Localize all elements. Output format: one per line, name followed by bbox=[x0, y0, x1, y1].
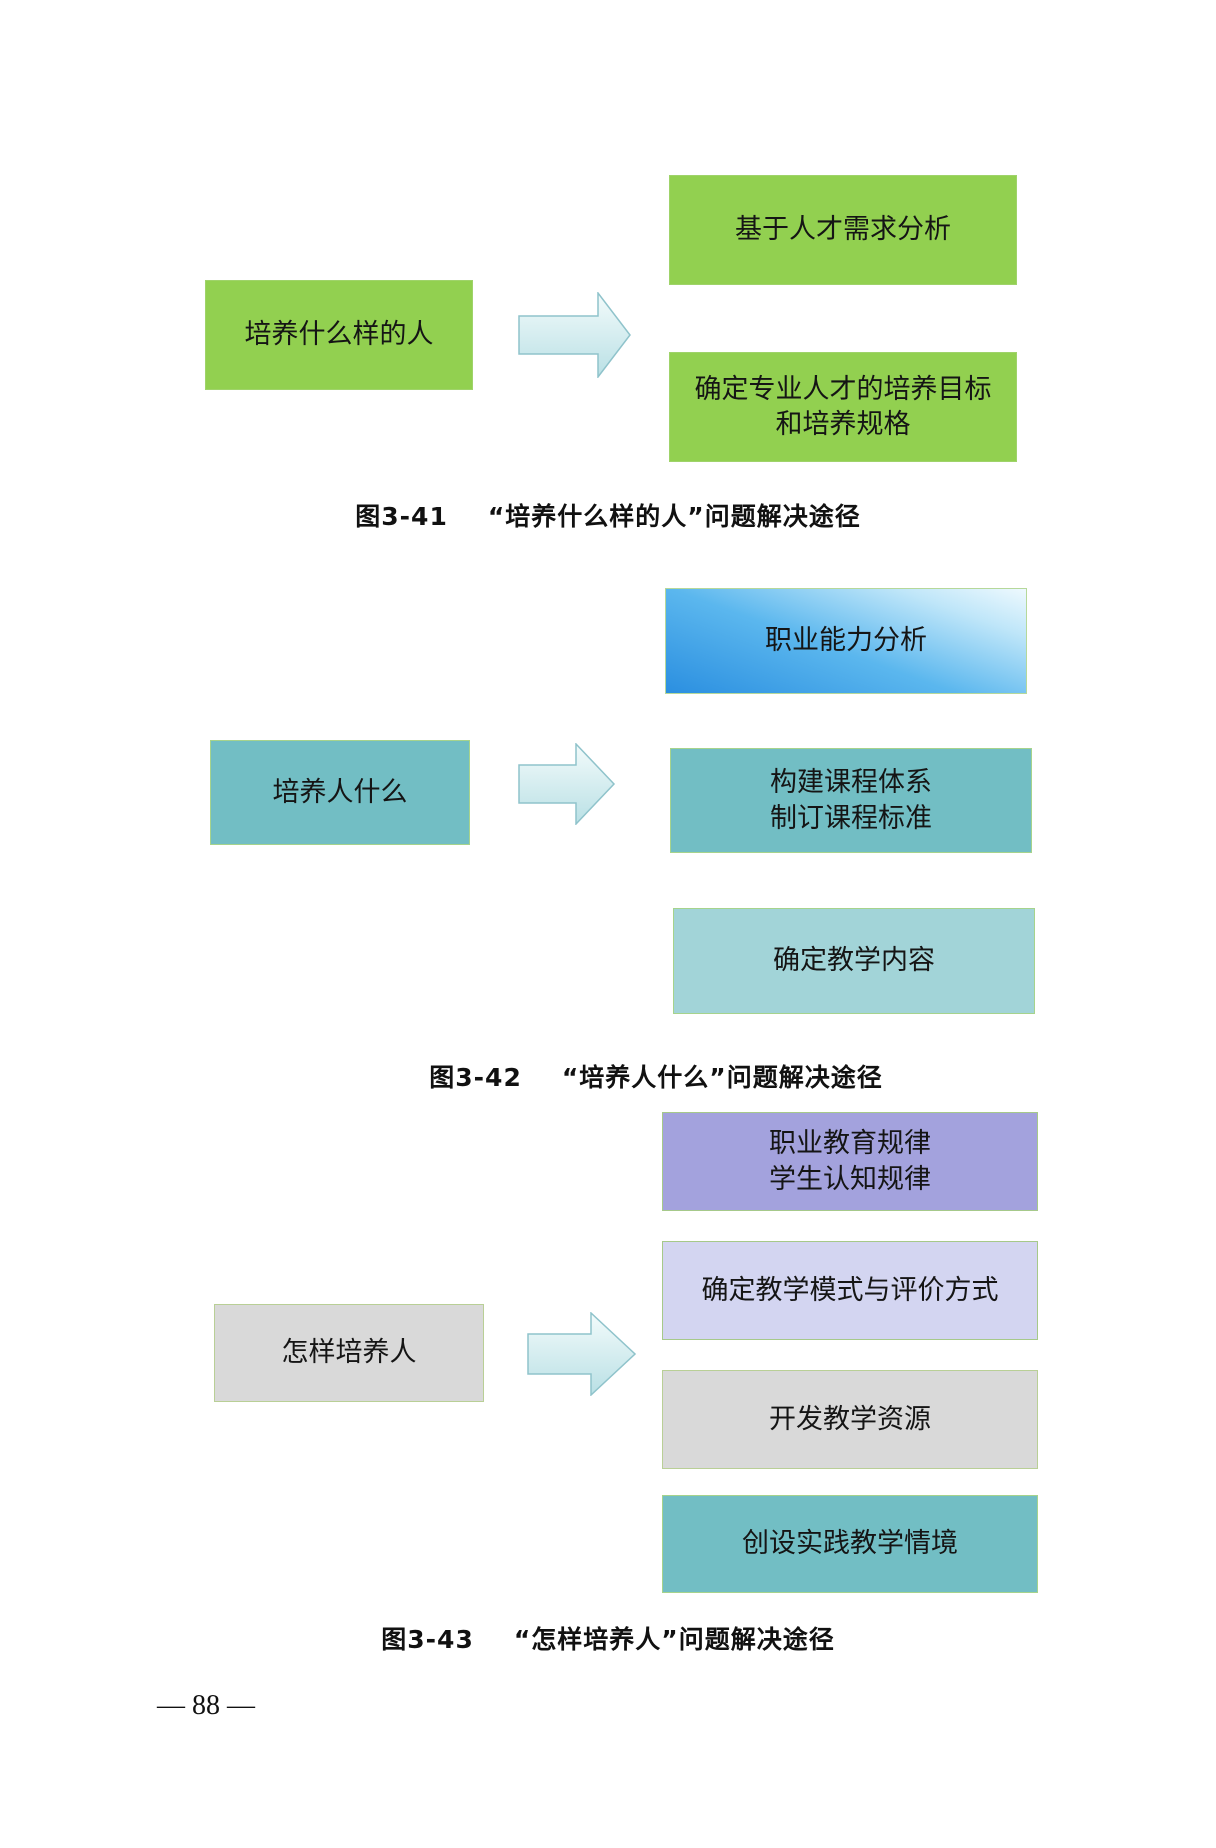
caption-number: 图3-42 bbox=[429, 1063, 522, 1092]
figure-caption: 图3-43 “怎样培养人”问题解决途径 bbox=[0, 1620, 1216, 1656]
target-box: 开发教学资源 bbox=[662, 1370, 1038, 1469]
target-label: 职业教育规律 学生认知规律 bbox=[769, 1128, 931, 1195]
right-arrow-icon bbox=[527, 1312, 637, 1396]
right-arrow-icon bbox=[518, 292, 631, 378]
source-label: 培养什么样的人 bbox=[244, 319, 434, 351]
caption-text: “培养什么样的人”问题解决途径 bbox=[487, 502, 861, 531]
target-label: 职业能力分析 bbox=[765, 625, 927, 657]
figure-caption: 图3-41 “培养什么样的人”问题解决途径 bbox=[0, 497, 1216, 533]
target-box: 确定专业人才的培养目标 和培养规格 bbox=[669, 352, 1017, 462]
right-arrow-icon bbox=[518, 743, 616, 825]
target-label: 创设实践教学情境 bbox=[742, 1528, 958, 1560]
caption-number: 图3-41 bbox=[355, 502, 448, 531]
target-box: 创设实践教学情境 bbox=[662, 1495, 1038, 1593]
caption-text: “培养人什么”问题解决途径 bbox=[561, 1063, 883, 1092]
source-box: 怎样培养人 bbox=[214, 1304, 484, 1402]
source-label: 怎样培养人 bbox=[281, 1337, 417, 1369]
target-box: 职业教育规律 学生认知规律 bbox=[662, 1112, 1038, 1211]
source-label: 培养人什么 bbox=[272, 776, 408, 808]
page-number: — 88 — bbox=[157, 1690, 255, 1721]
target-label: 确定专业人才的培养目标 和培养规格 bbox=[694, 373, 992, 440]
target-box: 确定教学内容 bbox=[673, 908, 1035, 1014]
caption-number: 图3-43 bbox=[381, 1625, 474, 1654]
source-box: 培养人什么 bbox=[210, 740, 470, 845]
source-box: 培养什么样的人 bbox=[205, 280, 473, 390]
target-label: 确定教学模式与评价方式 bbox=[701, 1274, 999, 1306]
target-label: 开发教学资源 bbox=[769, 1403, 931, 1435]
target-box: 确定教学模式与评价方式 bbox=[662, 1241, 1038, 1340]
target-box: 基于人才需求分析 bbox=[669, 175, 1017, 285]
figure-caption: 图3-42 “培养人什么”问题解决途径 bbox=[0, 1058, 1216, 1094]
target-label: 确定教学内容 bbox=[773, 945, 935, 977]
target-box: 职业能力分析 bbox=[665, 588, 1027, 694]
target-label: 构建课程体系 制订课程标准 bbox=[770, 767, 932, 834]
target-label: 基于人才需求分析 bbox=[735, 214, 951, 246]
target-box: 构建课程体系 制订课程标准 bbox=[670, 748, 1032, 853]
caption-text: “怎样培养人”问题解决途径 bbox=[513, 1625, 835, 1654]
